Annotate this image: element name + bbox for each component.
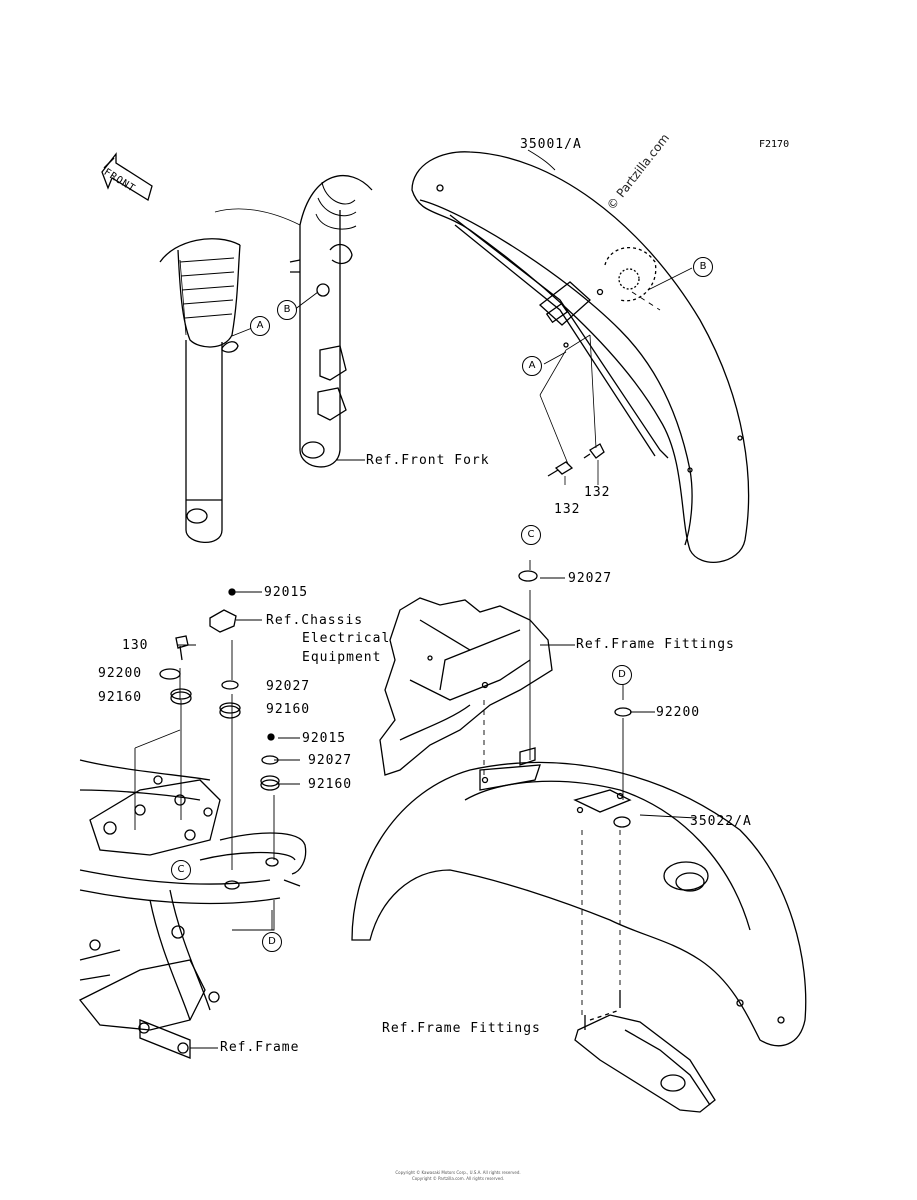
hardware-stack-left bbox=[159, 635, 192, 705]
copyright-line-2: Copyright © Partzilla.com. All rights re… bbox=[411, 1176, 505, 1181]
part-92160-label-low: 92160 bbox=[308, 777, 353, 792]
dashed-guides bbox=[483, 291, 661, 1020]
part-130-label: 130 bbox=[122, 638, 149, 653]
chassis-bracket bbox=[379, 597, 553, 776]
leader-lines bbox=[134, 149, 697, 1049]
callout-b-fork: B bbox=[277, 300, 297, 320]
part-92200-label-left: 92200 bbox=[98, 666, 143, 681]
hardware-stack-middle bbox=[209, 570, 632, 791]
part-92015-label-low: 92015 bbox=[302, 731, 347, 746]
part-92160-label-mid: 92160 bbox=[266, 702, 311, 717]
rear-fender bbox=[351, 747, 807, 1113]
copyright-line-1: Copyright © Kawasaki Motors Corp., U.S.A… bbox=[395, 1170, 521, 1175]
part-132-label-right: 132 bbox=[584, 485, 611, 500]
ref-chassis-label-2: Electrical bbox=[302, 631, 391, 646]
part-132-label-left: 132 bbox=[554, 502, 581, 517]
part-92015-label-top: 92015 bbox=[264, 585, 309, 600]
callout-b-fender: B bbox=[693, 257, 713, 277]
bolt-132-pair bbox=[539, 334, 605, 485]
part-92027-label-low: 92027 bbox=[308, 753, 353, 768]
front-fender bbox=[411, 151, 750, 563]
part-35022-label: 35022/A bbox=[690, 814, 752, 829]
front-fork-right bbox=[179, 175, 373, 468]
ref-chassis-label-1: Ref.Chassis bbox=[266, 613, 364, 628]
frame bbox=[78, 759, 307, 1059]
ref-chassis-label-3: Equipment bbox=[302, 650, 382, 665]
callout-a-fender: A bbox=[522, 356, 542, 376]
part-35001-label: 35001/A bbox=[520, 137, 582, 152]
front-arrow-icon bbox=[101, 152, 153, 202]
part-92027-label-mid: 92027 bbox=[266, 679, 311, 694]
callout-d-frame: D bbox=[262, 932, 282, 952]
ref-frame-fittings-label-upper: Ref.Frame Fittings bbox=[576, 637, 735, 652]
callout-c-frame: C bbox=[171, 860, 191, 880]
ref-front-fork-label: Ref.Front Fork bbox=[366, 453, 490, 468]
callout-c-top: C bbox=[521, 525, 541, 545]
figure-code: F2170 bbox=[759, 139, 790, 150]
part-92160-label-left: 92160 bbox=[98, 690, 143, 705]
ref-frame-fittings-label-lower: Ref.Frame Fittings bbox=[382, 1021, 541, 1036]
callout-a-fork: A bbox=[250, 316, 270, 336]
part-92200-label-right: 92200 bbox=[656, 705, 701, 720]
part-92027-label-c: 92027 bbox=[568, 571, 613, 586]
front-fork-left bbox=[159, 238, 241, 543]
ref-frame-label: Ref.Frame bbox=[220, 1040, 300, 1055]
callout-d-top: D bbox=[612, 665, 632, 685]
